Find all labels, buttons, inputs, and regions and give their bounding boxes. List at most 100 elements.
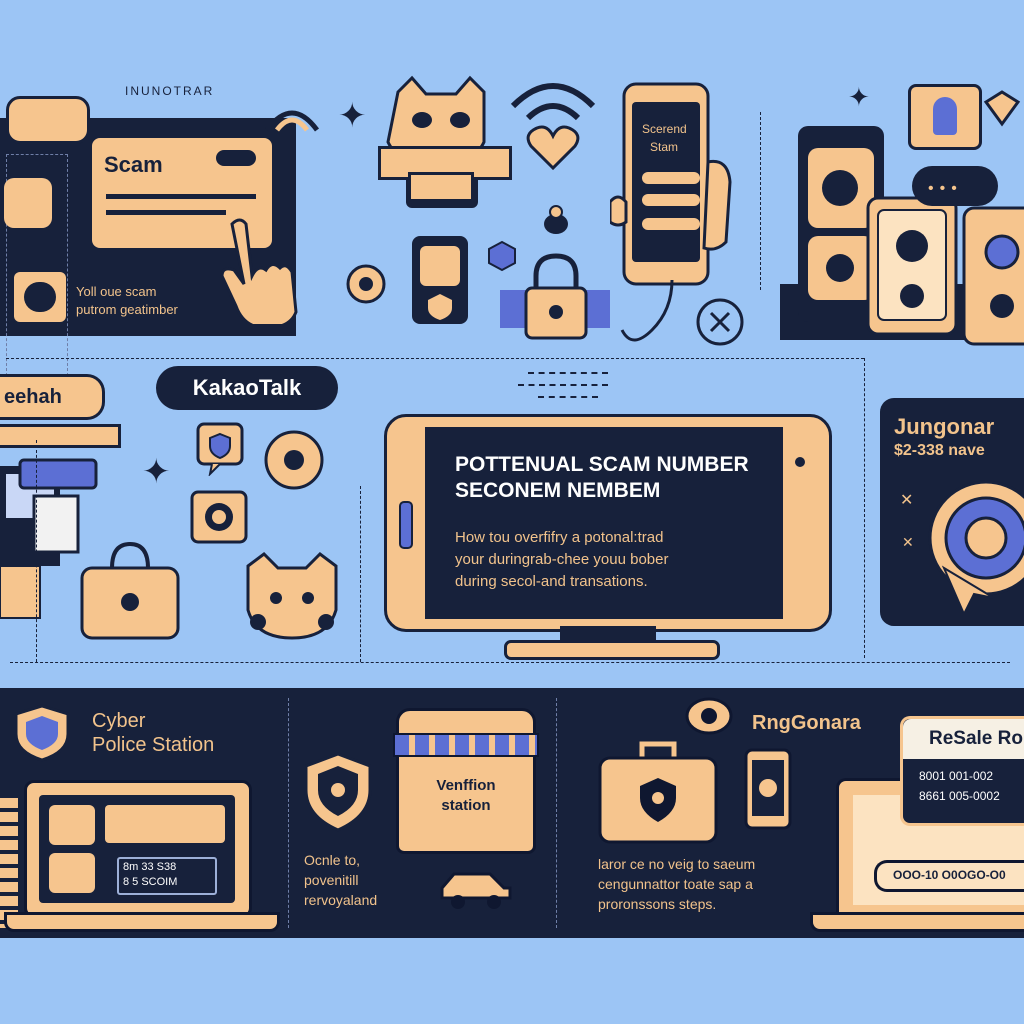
divider: [556, 698, 557, 928]
rng-line2: cengunnattor toate sap a: [598, 876, 753, 892]
resale-bar[interactable]: OOO-10 O0OGO-O0: [874, 860, 1024, 892]
cyber-line2: Police Station: [92, 734, 215, 756]
laptop-base: [4, 912, 280, 932]
scam-card-title: Scam: [104, 152, 163, 177]
bee-icon: [532, 202, 580, 242]
monitor-screen: POTTENUAL SCAM NUMBER SECONEM NEMBEM How…: [425, 427, 783, 619]
rng-title: RngGonara: [752, 712, 861, 734]
number-box: 8m 33 S38 8 5 SCOIM: [117, 857, 217, 895]
monitor-body-line1: How tou overfifry a potonal:trad: [455, 529, 664, 546]
divider: [10, 662, 1010, 663]
alien-bubble-icon: [908, 84, 982, 150]
target-wheel-icon: [904, 478, 1024, 618]
police-shield-icon: [10, 702, 74, 764]
chat-bubble-icon: [6, 96, 90, 144]
sparkle-icon: ✦: [848, 82, 870, 112]
phone-option-button[interactable]: [642, 218, 700, 230]
screen-number1: 8m 33 S38: [123, 861, 177, 873]
ellipsis-icon: •••: [928, 180, 963, 197]
divider: [760, 112, 761, 290]
text-line: [106, 194, 256, 199]
diamond-icon: [982, 88, 1022, 128]
sparkle-icon: ✦: [338, 97, 367, 135]
cart-icon: [49, 805, 95, 845]
scam-desc-line1: Yoll oue scam: [76, 284, 157, 299]
phone-hand-icon: [610, 82, 740, 292]
divider: [360, 486, 361, 662]
resale-card: ReSale Ro 8001 001-002 8661 005-0002: [900, 716, 1024, 826]
laptop-screen: 8m 33 S38 8 5 SCOIM: [39, 795, 235, 903]
monitor-frame: POTTENUAL SCAM NUMBER SECONEM NEMBEM How…: [384, 414, 832, 632]
awning: [393, 733, 539, 757]
text-line: [106, 210, 226, 215]
jungonar-title: Jungonar: [894, 414, 995, 439]
divider: [864, 358, 865, 658]
coin-bubble-icon: [190, 490, 250, 552]
divider: [6, 358, 864, 359]
close-mark-icon: ✕: [900, 492, 914, 509]
screen-number2: 8 5 SCOIM: [123, 876, 178, 888]
verification-line1: Venffion: [436, 777, 496, 794]
kakaotalk-label[interactable]: KakaoTalk: [156, 366, 338, 410]
shelf: [0, 424, 121, 448]
header-caption: INUNOTRAR: [125, 84, 215, 98]
phone-card-icon: [796, 124, 886, 324]
rng-line3: proronssons steps.: [598, 896, 717, 912]
monitor-title-line1: POTTENUAL SCAM NUMBER: [455, 453, 749, 476]
note-line1: Ocnle to,: [304, 852, 361, 868]
resale-num2: 8661 005-0002: [919, 789, 1000, 803]
phone-option-button[interactable]: [642, 194, 700, 206]
close-circle-icon[interactable]: [694, 296, 746, 348]
cable-icon: [612, 280, 702, 360]
cube-icon: [486, 240, 518, 272]
scam-panel: Scam Yoll oue scam putrom geatimber: [0, 118, 298, 376]
briefcase-icon: [596, 736, 720, 846]
heart-icon: [49, 853, 95, 893]
scam-desc-line2: putrom geatimber: [76, 302, 178, 317]
cyber-line1: Cyber: [92, 710, 146, 732]
monitor-title-line2: SECONEM NEMBEM: [455, 479, 661, 502]
phone-line1: Scerend: [642, 122, 687, 136]
phone-card-icon: [866, 196, 958, 336]
shield-lock-icon: [300, 750, 376, 834]
resale-laptop-base: [810, 912, 1024, 932]
camera-dot: [795, 457, 805, 467]
note-line2: povenitill: [304, 872, 359, 888]
left-tag[interactable]: eehah: [0, 374, 105, 420]
monitor-qr-icon: [0, 456, 100, 626]
resale-title: ReSale Ro: [929, 728, 1023, 749]
resale-num1: 8001 001-002: [919, 769, 994, 783]
info-card: [105, 805, 225, 843]
dashed-lines-decoration: [508, 372, 618, 412]
jungonar-price: $2-338 nave: [894, 442, 985, 459]
coin-icon: [344, 262, 388, 306]
rng-line1: laror ce no veig to saeum: [598, 856, 756, 872]
resale-bar-text: OOO-10 O0OGO-O0: [893, 868, 1006, 882]
monitor-stand: [504, 640, 720, 660]
monitor-body-line2: your duringrab-chee youu bober: [455, 551, 669, 568]
phone-line2: Stam: [650, 140, 679, 154]
chat-box-icon: [378, 146, 512, 202]
note-line3: rervoyaland: [304, 892, 378, 908]
chat-coin-icon: [684, 696, 734, 740]
car-icon: [436, 868, 516, 912]
bottom-band: Cyber Police Station 8m 33 S38 8 5 SCOIM…: [0, 688, 1024, 938]
user-shield-icon: [14, 272, 66, 322]
divider: [36, 440, 37, 662]
divider: [288, 698, 289, 928]
phone-card-icon: [962, 206, 1024, 346]
phone-shield-icon: [408, 232, 472, 328]
side-button: [399, 501, 413, 549]
toggle-pill: [216, 150, 256, 166]
verification-line2: station: [441, 797, 491, 814]
jungonar-panel: Jungonar $2-338 nave ✕ ✕: [880, 398, 1024, 626]
phone-option-button[interactable]: [642, 172, 700, 184]
laptop-frame[interactable]: 8m 33 S38 8 5 SCOIM: [24, 780, 252, 918]
cat-face-icon: [240, 552, 344, 642]
padlock-icon: [500, 252, 610, 342]
shopping-bag-icon: [78, 540, 182, 642]
station-kiosk[interactable]: Venffion station: [393, 708, 539, 854]
close-mark-icon: ✕: [902, 534, 914, 550]
stack-decoration: [0, 798, 18, 928]
monitor-body-line3: during secol-and transations.: [455, 573, 648, 590]
